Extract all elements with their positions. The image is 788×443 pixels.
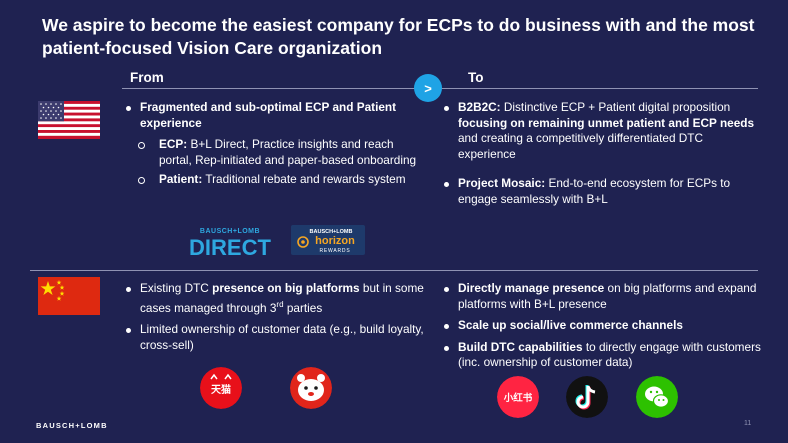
b2b2c-bold-text: focusing on remaining unmet patient and …	[458, 115, 755, 130]
xiaohongshu-icon: 小红书	[497, 376, 539, 418]
xiaohongshu-icon-label: 小红书	[503, 392, 533, 404]
to-header: To	[468, 70, 484, 85]
horizon-logo-brand: BAUSCH+LOMB	[310, 229, 353, 235]
b2b2c-text-1: Distinctive ECP + Patient digital propos…	[500, 100, 731, 114]
us-flag-icon	[38, 101, 100, 139]
patient-label: Patient:	[159, 172, 203, 187]
us-from-patient-point: Patient: Traditional rebate and rewards …	[124, 172, 424, 188]
dtc-text: to directly engage with customers (inc. …	[458, 339, 761, 370]
mosaic-text: End-to-end ecosystem for ECPs to engage …	[458, 176, 731, 206]
china-flag-icon	[38, 277, 100, 315]
tmall-icon: 天猫	[200, 367, 242, 409]
china-from-data-point: Limited ownership of customer data (e.g.…	[124, 322, 424, 353]
china-to-column: Directly manage presence on big platform…	[442, 281, 762, 377]
china-to-dtc-point: Build DTC capabilities to directly engag…	[442, 340, 762, 371]
horizon-logo-sub: REWARDS	[320, 248, 351, 254]
manage-text: on big platforms and expand platforms wi…	[458, 281, 757, 311]
direct-logo-brand: BAUSCH+LOMB	[200, 228, 260, 235]
china-from-presence-point: Existing DTC presence on big platforms b…	[124, 281, 424, 316]
presence-sup: rd	[276, 299, 284, 309]
direct-logo-name: DIRECT	[189, 235, 271, 257]
dtc-bold: Build DTC capabilities	[458, 339, 583, 354]
b2b2c-text-2: and creating a competitively differentia…	[458, 131, 704, 161]
presence-post2: parties	[283, 300, 323, 315]
us-from-column: Fragmented and sub-optimal ECP and Patie…	[124, 100, 424, 192]
from-header: From	[130, 70, 164, 85]
horizon-logo-name: horizon	[315, 235, 355, 247]
footer-logo: BAUSCH+LOMB	[36, 421, 108, 430]
bl-direct-logo: BAUSCH+LOMB DIRECT	[189, 228, 271, 257]
slide-title: We aspire to become the easiest company …	[42, 15, 755, 58]
us-to-column: B2B2C: Distinctive ECP + Patient digital…	[442, 100, 762, 214]
bl-horizon-rewards-logo: BAUSCH+LOMB horizon REWARDS	[291, 225, 365, 255]
jd-mascot-icon	[290, 367, 332, 409]
us-from-main-point: Fragmented and sub-optimal ECP and Patie…	[124, 100, 424, 131]
page-number: 11	[744, 420, 752, 427]
china-to-social-point: Scale up social/live commerce channels	[442, 318, 762, 334]
us-to-b2b2c-point: B2B2C: Distinctive ECP + Patient digital…	[442, 100, 762, 162]
ecp-label: ECP:	[159, 137, 188, 152]
manage-bold: Directly manage presence	[458, 281, 605, 295]
wechat-icon	[636, 376, 678, 418]
mosaic-label: Project Mosaic:	[458, 176, 546, 191]
presence-post: but in some cases managed through 3	[140, 281, 424, 315]
patient-text: Traditional rebate and rewards system	[202, 172, 406, 187]
ecp-text: B+L Direct, Practice insights and reach …	[159, 137, 417, 167]
b2b2c-label: B2B2C:	[458, 100, 501, 114]
presence-bold: presence on big platforms	[212, 281, 360, 295]
china-from-column: Existing DTC presence on big platforms b…	[124, 281, 424, 359]
arrow-icon: >	[414, 74, 442, 102]
us-to-mosaic-point: Project Mosaic: End-to-end ecosystem for…	[442, 176, 762, 207]
social-bold: Scale up social/live commerce channels	[458, 318, 683, 333]
row-divider	[30, 270, 758, 271]
tmall-icon-label: 天猫	[211, 383, 231, 396]
china-to-manage-point: Directly manage presence on big platform…	[442, 281, 762, 312]
us-from-ecp-point: ECP: B+L Direct, Practice insights and r…	[124, 137, 424, 168]
tiktok-icon	[566, 376, 608, 418]
presence-pre: Existing DTC	[140, 281, 213, 295]
